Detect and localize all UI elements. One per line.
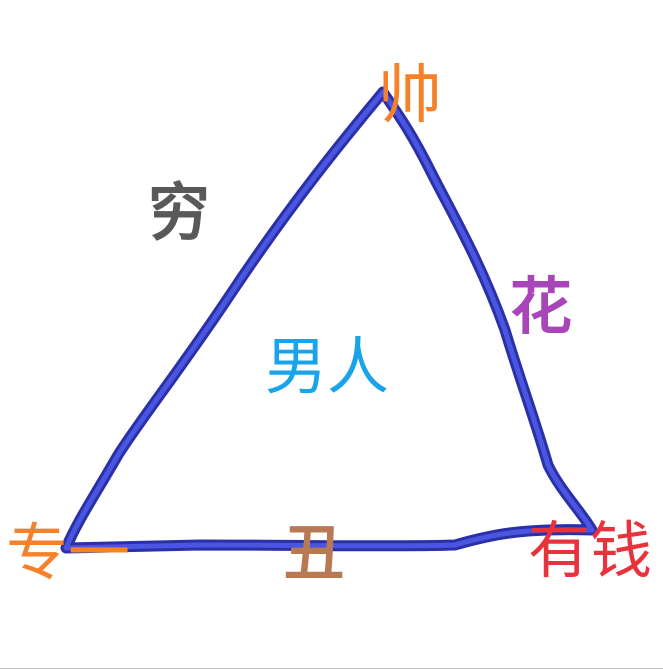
vertex-label-bottom-right: 有钱: [528, 514, 653, 587]
vertex-label-bottom-left: 专一: [6, 516, 131, 589]
triangle-outline: [60, 86, 598, 554]
edge-label-right: 花: [510, 270, 573, 343]
center-label: 男人: [265, 330, 390, 403]
edge-label-bottom: 丑: [284, 519, 344, 589]
triangle-stroke-inner: [63, 89, 595, 551]
vertex-label-top: 帅: [378, 59, 442, 133]
edge-label-left: 穷: [148, 176, 211, 249]
